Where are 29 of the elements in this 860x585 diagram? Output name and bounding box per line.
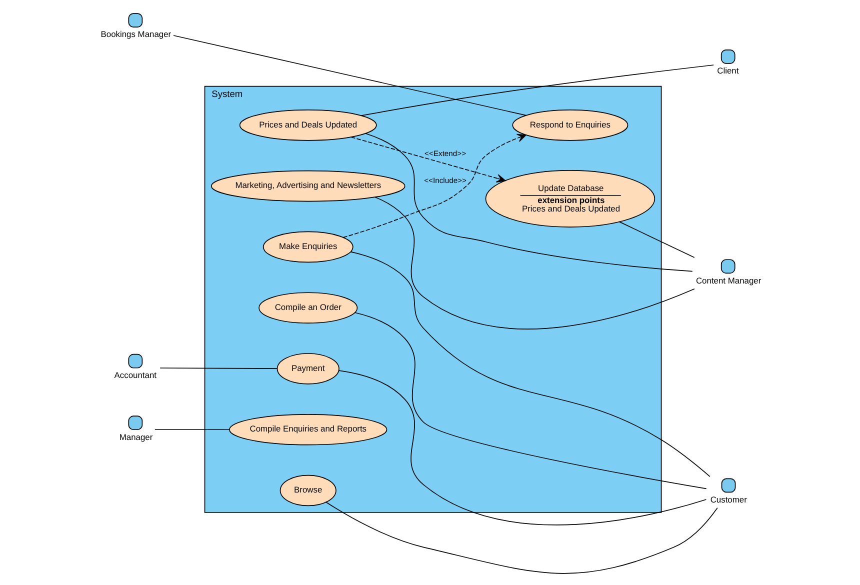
node-label: Client <box>716 66 738 76</box>
arrow <box>350 136 506 182</box>
arrow <box>342 134 526 238</box>
connector <box>350 251 710 477</box>
connector <box>618 221 694 258</box>
node-label: Bookings Manager <box>100 29 171 40</box>
node-ellipse: Make Enquiries <box>262 231 353 263</box>
node-label: Customer <box>710 494 746 504</box>
node-ellipse: Compile an Order <box>258 292 358 324</box>
node-label: Manager <box>118 432 152 442</box>
edge-label: <<Include>> <box>424 176 466 185</box>
node-label: Content Manager <box>695 275 761 286</box>
node-ellipse: Marketing, Advertising and Newsletters <box>210 170 405 202</box>
connector <box>364 133 692 272</box>
node-label: Accountant <box>114 370 156 380</box>
connector <box>338 370 706 526</box>
connector <box>360 64 714 116</box>
connector <box>172 35 526 116</box>
connector <box>154 429 230 430</box>
connector <box>325 502 718 574</box>
node-ellipse: Compile Enquiries and Reports <box>228 414 387 446</box>
node-ellipse: Prices and Deals Updated <box>238 110 376 141</box>
connector <box>159 368 277 369</box>
connector <box>354 312 706 490</box>
edge-label: <<Extend>> <box>424 148 466 158</box>
node-ellipse: Browse <box>279 474 336 506</box>
node-ellipse: Payment <box>276 353 339 384</box>
connector <box>374 196 694 330</box>
node-ellipse: Update Database extension points Prices and Deals Updated <box>484 170 655 228</box>
